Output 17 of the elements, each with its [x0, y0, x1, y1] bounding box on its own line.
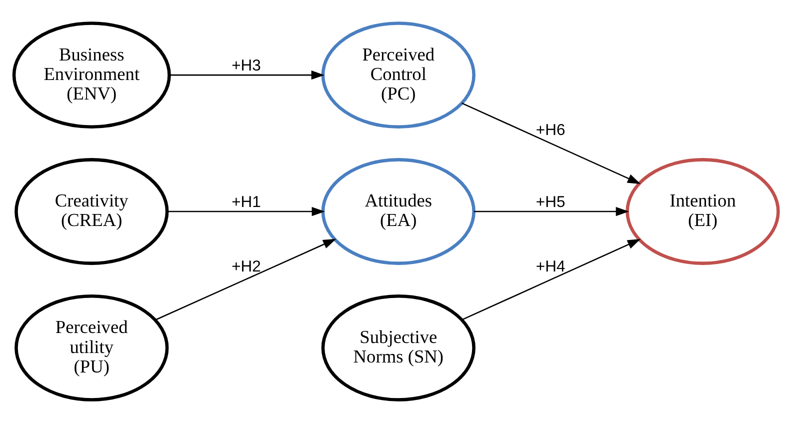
arrow — [462, 102, 641, 184]
edge-label: +H2 — [232, 258, 261, 275]
arrow — [154, 238, 336, 320]
edge-label: +H1 — [232, 194, 261, 211]
arrow — [170, 70, 324, 80]
edge-label: +H6 — [536, 121, 566, 138]
node-ellipse: Perceived Control (PC) — [321, 21, 476, 128]
node-ellipse: Subjective Norms (SN) — [321, 294, 476, 401]
edge-label: +H5 — [536, 194, 566, 211]
edge-label: +H4 — [536, 258, 566, 275]
arrow — [167, 206, 325, 216]
arrow — [474, 206, 629, 216]
arrow — [462, 238, 641, 320]
node-ellipse: Creativity (CREA) — [14, 158, 169, 264]
node-ellipse: Business Environment (ENV) — [12, 21, 171, 128]
edge-label: +H3 — [232, 57, 261, 74]
node-ellipse: Perceived utility (PU) — [14, 294, 169, 401]
